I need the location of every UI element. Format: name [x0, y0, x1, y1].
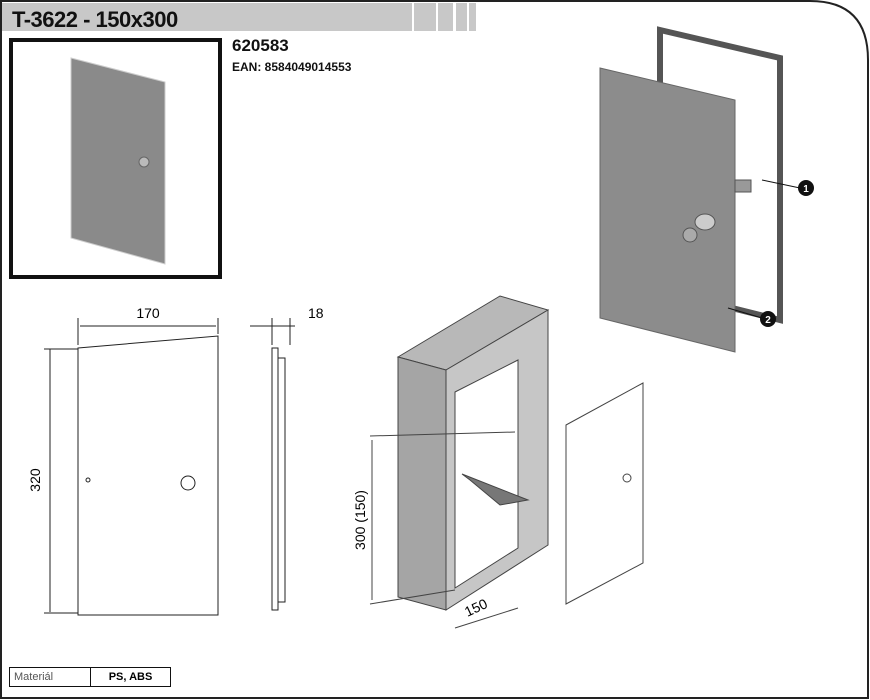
opening-width-dimension: 150 [462, 595, 490, 619]
header-stripe [414, 3, 436, 31]
material-value: PS, ABS [108, 671, 153, 683]
header-stripe [469, 3, 476, 31]
header-stripe [456, 3, 467, 31]
exploded-view: 1 2 [599, 26, 814, 353]
product-code: 620583 [232, 36, 289, 55]
product-thumbnail [9, 38, 222, 279]
material-table: Materiál PS, ABS [9, 667, 171, 687]
installation-view [369, 295, 644, 629]
ean-code: EAN: 8584049014553 [232, 60, 352, 74]
title-bar: T-3622 - 150x300 [2, 3, 412, 32]
height-dimension: 320 [27, 468, 43, 492]
page-title: T-3622 - 150x300 [12, 7, 178, 32]
front-view [44, 318, 219, 616]
callout-2: 2 [765, 315, 771, 326]
material-label: Materiál [10, 668, 91, 686]
door-render [70, 57, 166, 265]
depth-dimension: 18 [308, 305, 324, 321]
callout-1: 1 [803, 184, 809, 195]
header-stripe [438, 3, 453, 31]
width-dimension: 170 [136, 305, 160, 321]
opening-height-dimension: 300 (150) [352, 490, 368, 550]
side-view [250, 318, 295, 611]
